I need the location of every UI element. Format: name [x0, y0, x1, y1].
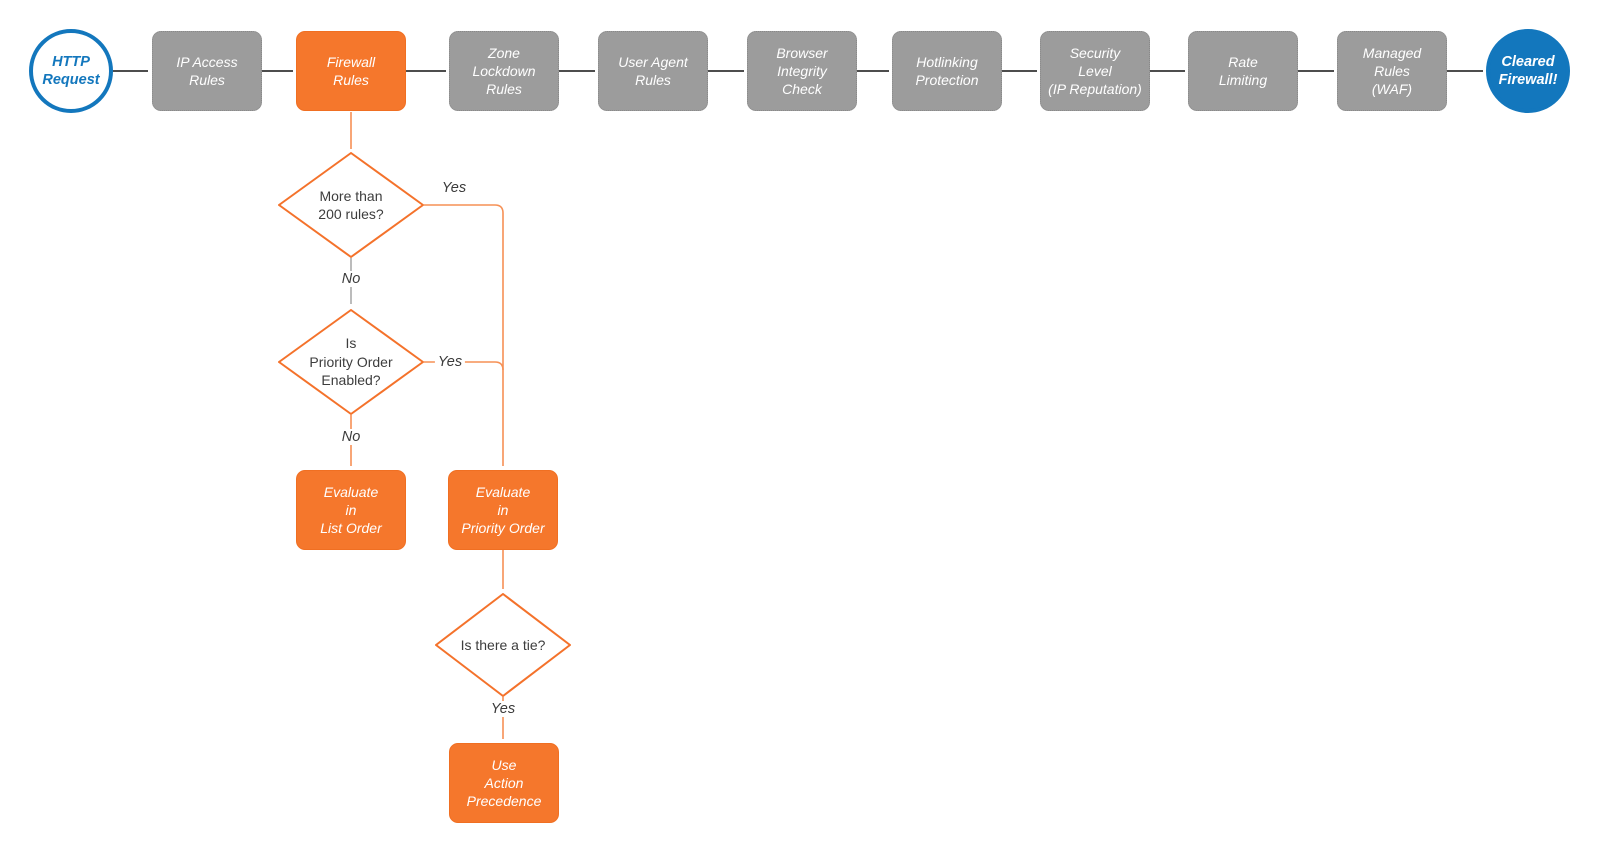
edge-label-decision3-yes: Yes — [487, 701, 519, 717]
stage-box-user-agent-rules: User Agent Rules — [598, 31, 708, 111]
stage-box-rate-limiting: Rate Limiting — [1188, 31, 1298, 111]
edge-label-decision1-no: No — [338, 271, 364, 287]
node-http-request: HTTP Request — [29, 29, 113, 113]
edge-decision1-yes-to-priority-order — [424, 204, 504, 466]
stage-box-managed-rules-waf: Managed Rules (WAF) — [1337, 31, 1447, 111]
action-label-use-action-precedence: Use Action Precedence — [466, 757, 542, 809]
decision1-label: More than 200 rules? — [318, 187, 384, 223]
stage-label-hotlinking-protection: Hotlinking Protection — [915, 54, 979, 88]
decision1-shape — [278, 152, 424, 258]
node-cleared-firewall-label: Cleared Firewall! — [1498, 54, 1558, 88]
stage-box-ip-access-rules: IP Access Rules — [152, 31, 262, 111]
action-box-evaluate-in-list-order: Evaluate in List Order — [296, 470, 406, 550]
decision2-shape — [278, 309, 424, 415]
action-box-use-action-precedence: Use Action Precedence — [449, 743, 559, 823]
stage-box-firewall-rules: Firewall Rules — [296, 31, 406, 111]
edge-label-decision2-no: No — [338, 429, 364, 445]
stage-box-zone-lockdown-rules: Zone Lockdown Rules — [449, 31, 559, 111]
stage-label-user-agent-rules: User Agent Rules — [618, 54, 688, 88]
node-cleared-firewall: Cleared Firewall! — [1486, 29, 1570, 113]
decision-is-there-a-tie: Is there a tie? — [435, 593, 571, 697]
decision-more-than-200-rules: More than 200 rules? — [278, 152, 424, 258]
action-box-evaluate-in-priority-order: Evaluate in Priority Order — [448, 470, 558, 550]
stage-box-browser-integrity-check: Browser Integrity Check — [747, 31, 857, 111]
decision3-label: Is there a tie? — [460, 636, 546, 653]
stage-label-security-level: Security Level (IP Reputation) — [1048, 45, 1142, 97]
edge-label-decision2-yes: Yes — [434, 354, 466, 370]
action-label-evaluate-in-priority-order: Evaluate in Priority Order — [461, 484, 545, 536]
stage-label-rate-limiting: Rate Limiting — [1218, 54, 1268, 88]
action-label-evaluate-in-list-order: Evaluate in List Order — [320, 484, 382, 536]
edge-decision2-yes-join — [424, 361, 504, 371]
node-http-request-label: HTTP Request — [42, 54, 100, 88]
decision2-label: Is Priority Order Enabled? — [309, 335, 393, 389]
stage-label-zone-lockdown-rules: Zone Lockdown Rules — [472, 45, 536, 97]
decision-priority-order-enabled: Is Priority Order Enabled? — [278, 309, 424, 415]
stage-box-hotlinking-protection: Hotlinking Protection — [892, 31, 1002, 111]
stage-label-managed-rules-waf: Managed Rules (WAF) — [1362, 45, 1422, 97]
edge-label-decision1-yes: Yes — [438, 180, 470, 196]
decision3-shape — [435, 593, 571, 697]
stage-label-browser-integrity-check: Browser Integrity Check — [776, 45, 828, 97]
stage-label-firewall-rules: Firewall Rules — [326, 54, 376, 88]
stage-label-ip-access-rules: IP Access Rules — [176, 54, 238, 88]
stage-box-security-level: Security Level (IP Reputation) — [1040, 31, 1150, 111]
